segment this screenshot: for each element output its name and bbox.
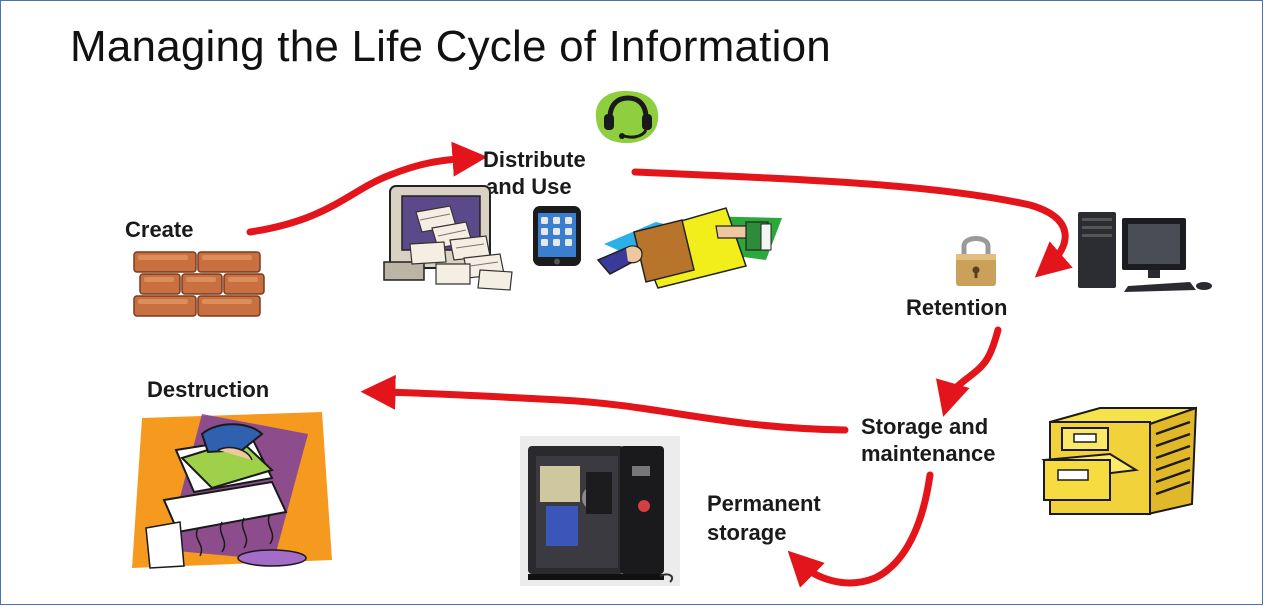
arrow-storage-to-destruction [360, 374, 849, 434]
stage-storage-label-line2: maintenance [861, 441, 996, 466]
stage-permanent-label-line2: storage [707, 520, 787, 545]
paper-shredder-icon [132, 412, 332, 569]
arrow-distribute-to-retention [631, 168, 1073, 278]
padlock-icon [956, 236, 996, 286]
brick-wall-icon [133, 251, 265, 317]
desktop-computer-icon [1078, 212, 1212, 292]
headset-icon [595, 90, 659, 144]
stage-storage-label-line1: Storage and [861, 414, 989, 439]
slide-title: Managing the Life Cycle of Information [70, 22, 831, 71]
smartphone-icon [533, 206, 581, 266]
stage-retention-label: Retention [906, 295, 1008, 320]
stage-create-label: Create [125, 217, 194, 242]
stage-distribute-label-line1: Distribute [483, 147, 586, 172]
arrow-create-to-distribute [246, 141, 488, 236]
computer-mail-icon [383, 185, 513, 291]
stage-distribute-label-line2: and Use [486, 174, 572, 199]
safe-icon [520, 436, 680, 586]
document-handoff-icon [596, 207, 782, 289]
arrow-storage-to-permanent [787, 471, 934, 588]
arrow-retention-to-storage [935, 326, 1002, 417]
stage-destruction-label: Destruction [147, 377, 270, 402]
stage-permanent-label-line1: Permanent [707, 491, 821, 516]
filing-cabinet-icon [1041, 406, 1198, 516]
